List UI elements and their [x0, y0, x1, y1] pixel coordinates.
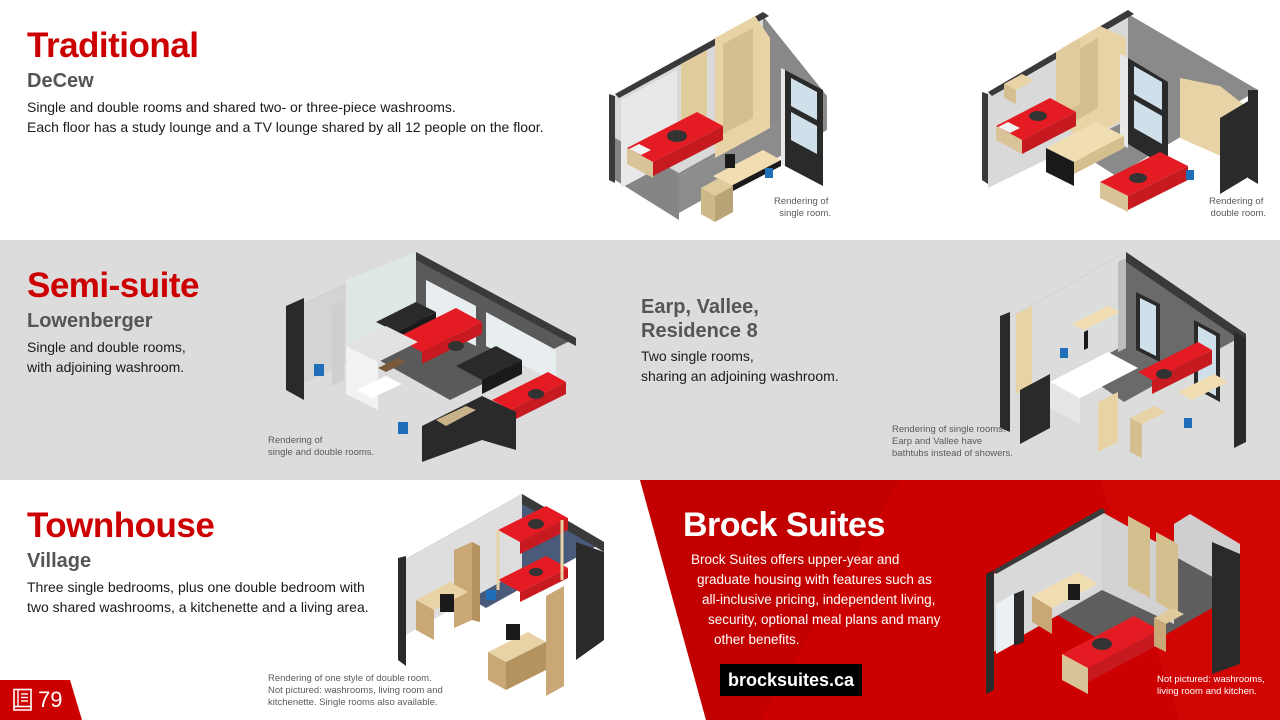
isometric-semi-suite-icon	[286, 252, 576, 462]
book-icon	[13, 688, 32, 711]
traditional-title: Traditional	[27, 26, 199, 65]
earp-vallee-caption-line: bathtubs instead of showers.	[892, 448, 1013, 459]
brock-suites-description-line: other benefits.	[714, 632, 800, 647]
double-room-caption: Rendering of double room.	[1209, 196, 1266, 219]
semi-suite-residence: Lowenberger	[27, 310, 153, 332]
earp-vallee-residence-line: Residence 8	[641, 320, 758, 342]
earp-vallee-description: Two single rooms, sharing an adjoining w…	[641, 346, 839, 386]
earp-vallee-description-line: Two single rooms,	[641, 348, 754, 364]
brock-suites-description-line: all-inclusive pricing, independent livin…	[702, 592, 936, 607]
semi-suite-caption: Rendering of single and double rooms.	[268, 435, 374, 459]
townhouse-description: Three single bedrooms, plus one double b…	[27, 577, 369, 617]
isometric-suite-room-icon	[986, 508, 1240, 694]
earp-vallee-caption-line: Earp and Vallee have	[892, 436, 983, 447]
semi-suite-caption-line: Rendering of	[268, 435, 323, 446]
semi-suite-description-line: with adjoining washroom.	[27, 359, 185, 375]
earp-vallee-residence-line: Earp, Vallee,	[641, 296, 759, 318]
brock-suites-description-line: security, optional meal plans and many	[708, 612, 941, 627]
isometric-shared-washroom-rooms-icon	[1000, 252, 1246, 458]
earp-vallee-caption-line: Rendering of single rooms.	[892, 424, 1006, 435]
brock-suites-title: Brock Suites	[683, 506, 885, 544]
earp-vallee-residence: Earp, Vallee, Residence 8	[641, 295, 759, 343]
isometric-bunk-room-icon	[398, 494, 604, 696]
isometric-double-room-icon: Rendering of double room.	[982, 10, 1266, 219]
brock-suites-caption-line: Not pictured: washrooms,	[1157, 674, 1265, 685]
traditional-residence: DeCew	[27, 70, 94, 92]
semi-suite-description: Single and double rooms, with adjoining …	[27, 337, 186, 377]
single-room-caption: Rendering of single room.	[774, 196, 831, 219]
page-number: 79	[38, 687, 63, 712]
brock-suites-description-line: graduate housing with features such as	[697, 572, 932, 587]
brocksuites-link[interactable]: brocksuites.ca	[720, 664, 862, 696]
traditional-description: Single and double rooms and shared two- …	[27, 97, 544, 137]
brock-suites-description-line: Brock Suites offers upper-year and	[691, 552, 900, 567]
townhouse-caption-line: kitchenette. Single rooms also available…	[268, 697, 438, 708]
brock-suites-caption-line: living room and kitchen.	[1157, 686, 1257, 697]
semi-suite-description-line: Single and double rooms,	[27, 339, 186, 355]
townhouse-caption: Rendering of one style of double room. N…	[268, 673, 443, 709]
townhouse-title: Townhouse	[27, 506, 215, 545]
earp-vallee-description-line: sharing an adjoining washroom.	[641, 368, 839, 384]
townhouse-description-line: two shared washrooms, a kitchenette and …	[27, 599, 369, 615]
earp-vallee-caption: Rendering of single rooms. Earp and Vall…	[892, 424, 1013, 460]
townhouse-residence: Village	[27, 550, 92, 572]
townhouse-caption-line: Not pictured: washrooms, living room and	[268, 685, 443, 696]
isometric-single-room-icon: Rendering of single room.	[609, 12, 831, 222]
traditional-description-line: Single and double rooms and shared two- …	[27, 99, 456, 115]
townhouse-description-line: Three single bedrooms, plus one double b…	[27, 579, 365, 595]
traditional-description-line: Each floor has a study lounge and a TV l…	[27, 119, 544, 135]
semi-suite-title: Semi-suite	[27, 266, 200, 305]
brock-suites-caption: Not pictured: washrooms, living room and…	[1157, 674, 1265, 698]
townhouse-caption-line: Rendering of one style of double room.	[268, 673, 432, 684]
semi-suite-caption-line: single and double rooms.	[268, 447, 375, 458]
